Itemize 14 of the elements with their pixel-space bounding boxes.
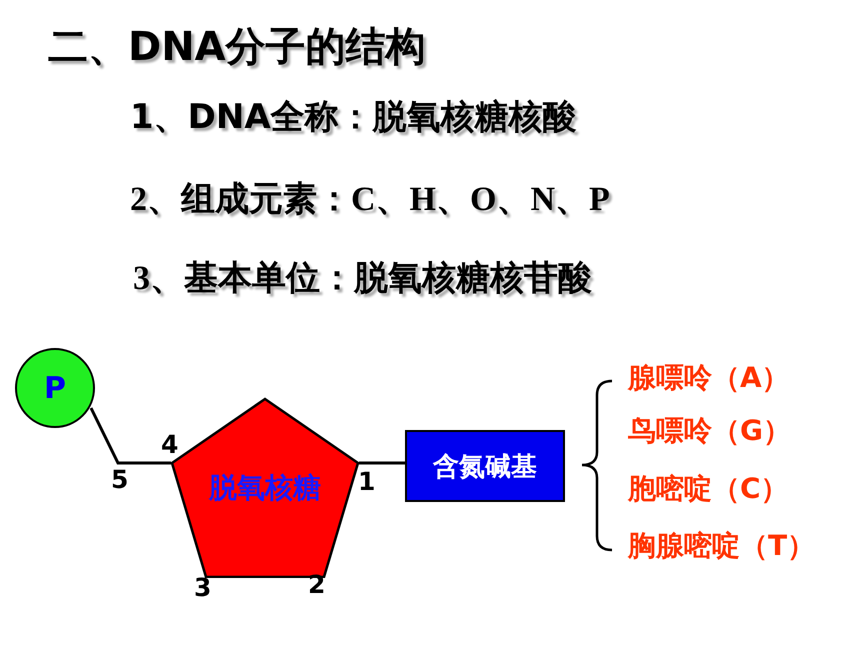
title: 二、DNA分子的结构 <box>48 24 426 70</box>
text-line: 2、组成元素：C、H、O、N、P <box>130 180 610 220</box>
connector-line <box>90 407 171 464</box>
text-line: 3、基本单位：脱氧核糖核苷酸 <box>133 259 592 298</box>
base-name: 鸟嘌呤（G） <box>628 415 791 448</box>
base-name: 腺嘌呤（A） <box>628 362 790 394</box>
base-name: 胸腺嘧啶（T） <box>628 530 816 562</box>
base-box: 含氮碱基 <box>405 430 565 502</box>
connector-line <box>359 462 405 464</box>
carbon-number: 1 <box>358 468 376 497</box>
base-name: 胞嘧啶（C） <box>628 473 789 506</box>
text-line: 1、DNA全称：脱氧核糖核酸 <box>130 98 577 138</box>
phosphate-circle: P <box>15 348 95 428</box>
carbon-number: 5 <box>111 466 128 495</box>
